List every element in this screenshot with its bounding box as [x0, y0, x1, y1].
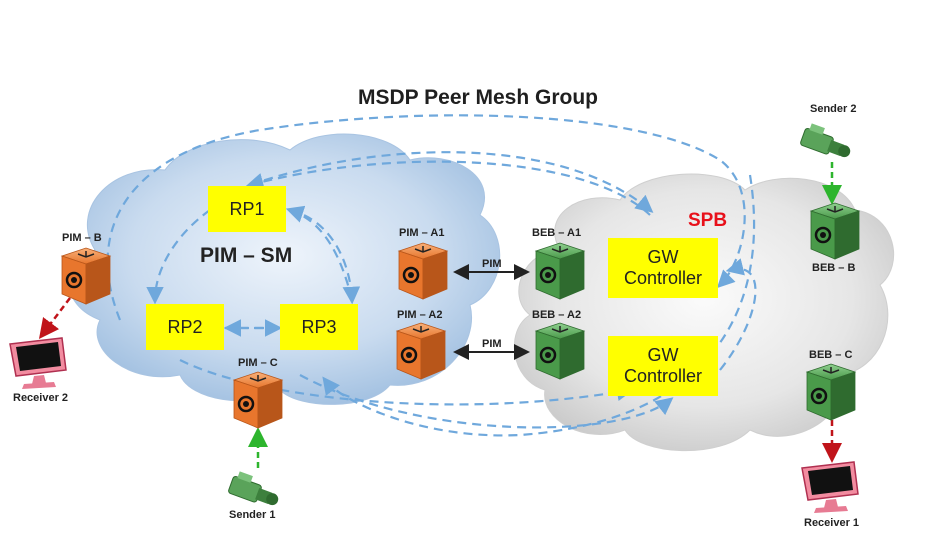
rp1-box: RP1: [208, 186, 286, 232]
beb-c-label: BEB – C: [809, 349, 853, 361]
pim-a2-label: PIM – A2: [397, 309, 443, 321]
pim-link-a1-label: PIM: [482, 258, 502, 270]
sender-1-label: Sender 1: [229, 509, 276, 521]
sender-1-camera: [228, 471, 279, 506]
pim-c-label: PIM – C: [238, 357, 278, 369]
msdp-line: [249, 151, 654, 213]
msdp-line: [299, 374, 674, 429]
msdp-line: [322, 174, 756, 437]
msdp-line: [179, 359, 635, 406]
sender-2-camera: [800, 123, 851, 158]
pim-link-a2-label: PIM: [482, 338, 502, 350]
rp3-box: RP3: [280, 304, 358, 350]
beb-a1-router-icon: [534, 242, 586, 300]
beb-b-router-icon: [809, 202, 861, 260]
receiver-2-arrow: [38, 297, 71, 339]
beb-a2-label: BEB – A2: [532, 309, 582, 321]
pim-a2-router-icon: [395, 322, 447, 380]
rp3-label: RP3: [301, 316, 337, 337]
pim-links: [453, 264, 530, 360]
receiver-1-monitor: [801, 461, 859, 513]
spb-label: SPB: [688, 210, 728, 231]
beb-a2-router-icon: [534, 322, 586, 380]
gw1-line1: GW: [647, 247, 679, 267]
gw1-line2: Controller: [623, 268, 703, 288]
msdp-mesh-lines: [106, 114, 757, 437]
rp1-label: RP1: [229, 198, 265, 219]
gw2-line1: GW: [647, 345, 679, 365]
pim-a1-router-icon: [397, 242, 449, 300]
pim-b-router-icon: [60, 247, 112, 305]
gw2-line2: Controller: [623, 366, 703, 386]
rp2-box: RP2: [146, 304, 224, 350]
flow-arrows: [38, 162, 842, 468]
msdp-line: [245, 160, 651, 216]
pim-b-label: PIM – B: [62, 232, 102, 244]
rp2-label: RP2: [167, 316, 203, 337]
receiver-2-label: Receiver 2: [13, 392, 69, 404]
sender-2-label: Sender 2: [810, 103, 857, 115]
routers-layer: [60, 202, 861, 429]
diagram-title: MSDP Peer Mesh Group: [358, 86, 599, 109]
msdp-line: [285, 205, 354, 301]
pim-c-router-icon: [232, 371, 284, 429]
receiver-1-label: Receiver 1: [804, 517, 860, 529]
beb-c-router-icon: [805, 363, 857, 421]
msdp-line: [106, 114, 746, 321]
pim-sm-label: PIM – SM: [200, 244, 293, 267]
beb-a1-label: BEB – A1: [532, 227, 582, 239]
receiver-2-monitor: [9, 337, 67, 389]
beb-b-label: BEB – B: [812, 262, 856, 274]
pim-a1-label: PIM – A1: [399, 227, 445, 239]
msdp-line: [719, 258, 757, 371]
